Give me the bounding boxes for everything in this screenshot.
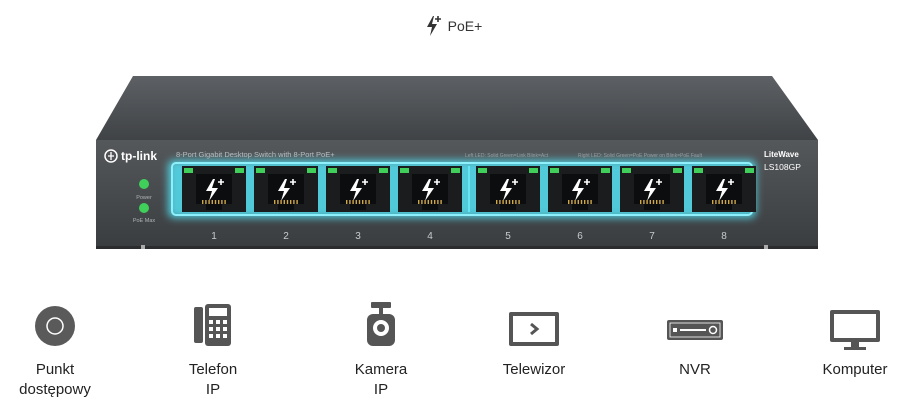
access-point-icon (35, 306, 75, 346)
link-led (550, 168, 559, 173)
device-ip-phone: Telefon IP (158, 296, 268, 400)
poe-label: PoE+ (447, 18, 483, 34)
port-4 (398, 166, 462, 212)
poe-led (745, 168, 754, 173)
poe-bolt-icon (350, 179, 362, 201)
ip-phone-icon (194, 304, 231, 346)
link-led (694, 168, 703, 173)
power-led (139, 179, 149, 189)
link-led (400, 168, 409, 173)
device-ip-camera: Kamera IP (326, 296, 436, 400)
port-number-2: 2 (283, 231, 289, 242)
link-led (328, 168, 337, 173)
device-label-computer: Komputer (800, 360, 906, 380)
poe-led (673, 168, 682, 173)
poe-bolt-icon (572, 179, 584, 201)
poe-led (235, 168, 244, 173)
device-computer: Komputer (800, 296, 906, 380)
port-number-4: 4 (427, 231, 433, 242)
link-led (622, 168, 631, 173)
ports-group (182, 166, 756, 212)
port-number-7: 7 (649, 231, 655, 242)
port-6 (548, 166, 612, 212)
port-number-3: 3 (355, 231, 361, 242)
series-label: LiteWave (764, 150, 799, 159)
port-8 (692, 166, 756, 212)
label-line1: Telefon (188, 361, 238, 378)
power-label: Power (136, 195, 152, 201)
label-line1: Telewizor (502, 361, 566, 378)
port-7 (620, 166, 684, 212)
poe-bolt-icon (644, 179, 656, 201)
port-number-6: 6 (577, 231, 583, 242)
poe-led (379, 168, 388, 173)
device-label-ip-camera: Kamera IP (326, 360, 436, 400)
poe-bolt-icon (206, 179, 218, 201)
label-line2: IP (373, 381, 389, 398)
poe-led (451, 168, 460, 173)
port-1 (182, 166, 246, 212)
poe-bolt-icon (716, 179, 728, 201)
poe-plus-icon (426, 16, 441, 36)
link-led (256, 168, 265, 173)
tv-icon (509, 312, 559, 346)
label-line2: dostępowy (19, 381, 91, 398)
poe-led (307, 168, 316, 173)
device-access-point: Punkt dostępowy (0, 296, 110, 400)
poe-led (529, 168, 538, 173)
port-number-5: 5 (505, 231, 511, 242)
computer-icon (830, 310, 880, 350)
poe-led (601, 168, 610, 173)
switch-image: tp-link 8-Port Gigabit Desktop Switch wi… (96, 76, 818, 249)
label-line1: NVR (679, 361, 711, 378)
device-label-access-point: Punkt dostępowy (0, 360, 110, 400)
port-number-1: 1 (211, 231, 217, 242)
model-label: LS108GP (764, 162, 801, 172)
ip-camera-icon (367, 302, 395, 346)
poe-bolt-icon (422, 179, 434, 201)
device-nvr: NVR (640, 296, 750, 380)
led-left-legend: Left LED: Solid Green=Link Blink=Act (465, 153, 549, 159)
poe-max-label: PoE Max (133, 218, 156, 224)
port-numbers: 1 2 3 4 5 6 7 8 (211, 231, 727, 242)
nvr-icon (667, 320, 723, 340)
brand-text: tp-link (121, 149, 157, 163)
label-line2: IP (205, 381, 221, 398)
led-right-legend: Right LED: Solid Green=PoE Power on Blin… (578, 153, 703, 159)
device-label-television: Telewizor (479, 360, 589, 380)
port-3 (326, 166, 390, 212)
device-television: Telewizor (479, 296, 589, 380)
port-5 (476, 166, 540, 212)
device-label-nvr: NVR (640, 360, 750, 380)
devices-row: Punkt dostępowy Telefon IP (0, 296, 906, 411)
link-led (184, 168, 193, 173)
link-led (478, 168, 487, 173)
switch-description: 8-Port Gigabit Desktop Switch with 8-Por… (176, 150, 335, 159)
poe-header: PoE+ (0, 14, 906, 38)
tp-link-logo (104, 149, 118, 163)
device-label-ip-phone: Telefon IP (158, 360, 268, 400)
poe-bolt-icon (278, 179, 290, 201)
poe-bolt-icon (500, 179, 512, 201)
label-line1: Komputer (822, 361, 888, 378)
switch-top-surface (96, 76, 818, 140)
poe-max-led (139, 203, 149, 213)
label-line1: Punkt (35, 361, 75, 378)
port-number-8: 8 (721, 231, 727, 242)
label-line1: Kamera (354, 361, 408, 378)
port-2 (254, 166, 318, 212)
